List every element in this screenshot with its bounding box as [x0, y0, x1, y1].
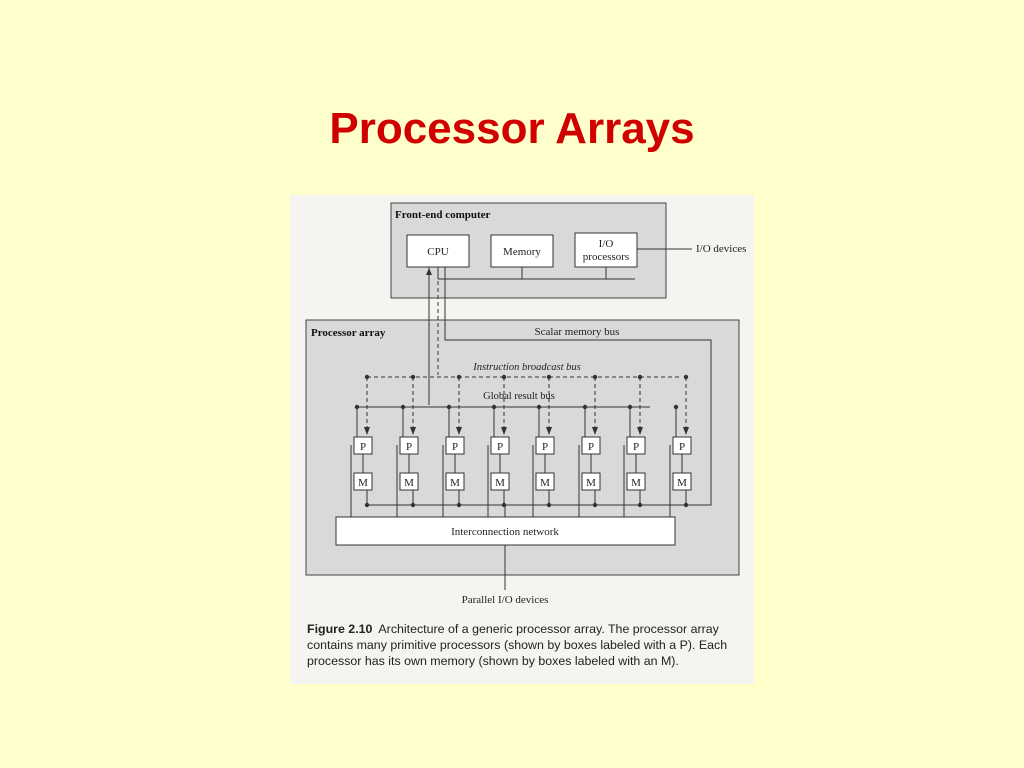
- memory-label: Memory: [503, 246, 541, 258]
- bus-junction: [410, 374, 416, 380]
- bus-junction: [592, 374, 598, 380]
- memory-unit-label: M: [358, 477, 368, 489]
- processing-element: PM: [396, 374, 419, 517]
- caption-text: Architecture of a generic processor arra…: [307, 622, 728, 668]
- memory-unit-label: M: [404, 477, 414, 489]
- scalar-memory-bus-label: Scalar memory bus: [535, 326, 620, 338]
- memory-unit-label: M: [495, 477, 505, 489]
- processing-element: PM: [669, 374, 692, 517]
- processor-label: P: [497, 441, 503, 453]
- architecture-diagram: Front-end computer CPU Memory I/O proces…: [305, 202, 746, 606]
- bus-junction: [683, 502, 689, 508]
- bus-junction: [536, 404, 542, 410]
- memory-unit-label: M: [540, 477, 550, 489]
- memory-unit-box: [535, 472, 555, 491]
- memory-unit-box: [490, 472, 510, 491]
- memory-unit-label: M: [631, 477, 641, 489]
- processor-label: P: [679, 441, 685, 453]
- memory-unit-label: M: [450, 477, 460, 489]
- caption-label: Figure 2.10: [307, 622, 373, 636]
- processing-element: PM: [350, 374, 373, 517]
- slide-title: Processor Arrays: [329, 104, 695, 153]
- cpu-label: CPU: [427, 246, 448, 258]
- bus-junction: [582, 404, 588, 410]
- bus-junction: [364, 502, 370, 508]
- io-processors-box: [574, 232, 638, 268]
- bus-junction: [673, 404, 679, 410]
- processing-element: PM: [442, 374, 465, 517]
- memory-unit-label: M: [677, 477, 687, 489]
- memory-unit-box: [399, 472, 419, 491]
- bus-junction: [456, 374, 462, 380]
- bus-junction: [683, 374, 689, 380]
- bus-junction: [446, 404, 452, 410]
- bus-junction: [546, 374, 552, 380]
- cpu-box: [406, 234, 470, 268]
- processor-label: P: [633, 441, 639, 453]
- bus-junction: [501, 502, 507, 508]
- processor-label: P: [406, 441, 412, 453]
- memory-unit-box: [626, 472, 646, 491]
- bus-junction: [410, 502, 416, 508]
- processing-element: PM: [487, 374, 510, 517]
- parallel-io-devices-label: Parallel I/O devices: [462, 594, 549, 606]
- bus-junction: [491, 404, 497, 410]
- bus-junction: [501, 374, 507, 380]
- bus-junction: [364, 374, 370, 380]
- processor-label: P: [452, 441, 458, 453]
- processor-label: P: [542, 441, 548, 453]
- processor-label: P: [360, 441, 366, 453]
- memory-unit-label: M: [586, 477, 596, 489]
- bus-junction: [354, 404, 360, 410]
- io-label-line2: processors: [583, 251, 629, 263]
- interconnection-network-box: [335, 516, 676, 546]
- processing-element: PM: [578, 374, 601, 517]
- processing-element: PM: [532, 374, 555, 517]
- processing-element: PM: [623, 374, 646, 517]
- io-devices-label: I/O devices: [696, 243, 746, 255]
- bus-junction: [546, 502, 552, 508]
- global-result-bus-label: Global result bus: [483, 391, 555, 402]
- instruction-broadcast-bus-label: Instruction broadcast bus: [472, 362, 581, 373]
- front-end-label: Front-end computer: [395, 209, 491, 221]
- interconnection-network-label: Interconnection network: [451, 526, 559, 538]
- processor-array-label: Processor array: [311, 327, 386, 339]
- memory-unit-box: [445, 472, 465, 491]
- bus-junction: [637, 374, 643, 380]
- bus-junction: [637, 502, 643, 508]
- memory-unit-box: [672, 472, 692, 491]
- bus-junction: [400, 404, 406, 410]
- memory-unit-box: [353, 472, 373, 491]
- io-label-line1: I/O: [599, 238, 614, 250]
- figure-panel: Front-end computer CPU Memory I/O proces…: [290, 195, 754, 684]
- memory-unit-box: [581, 472, 601, 491]
- processor-label: P: [588, 441, 594, 453]
- bus-junction: [592, 502, 598, 508]
- bus-junction: [456, 502, 462, 508]
- bus-junction: [627, 404, 633, 410]
